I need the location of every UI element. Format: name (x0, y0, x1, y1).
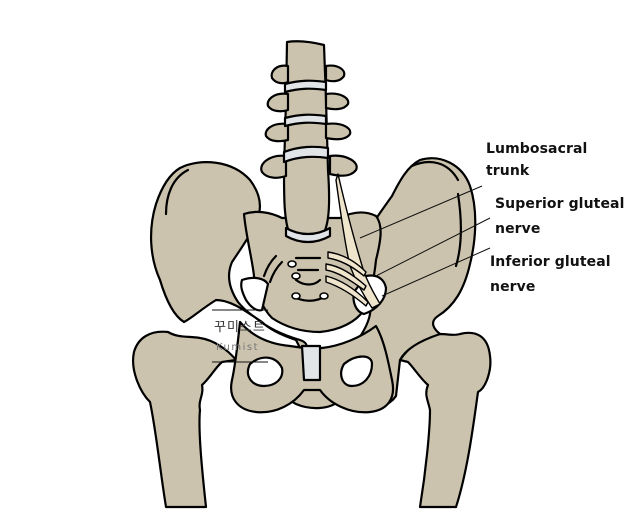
label-line: Superior gluteal (495, 196, 624, 212)
label-superior-gluteal-nerve: Superior gluteal nerve (495, 192, 624, 242)
left-hip-bone (149, 161, 342, 410)
lumbar-spine (282, 40, 331, 241)
watermark-korean: 꾸미스트 (214, 320, 266, 335)
left-obturator-foramen (246, 356, 284, 388)
left-femur (132, 330, 238, 509)
watermark-english: Kumist (216, 342, 260, 353)
leader-lumbosacral-trunk (359, 185, 483, 239)
label-line: nerve (490, 279, 536, 295)
disc-2 (283, 113, 328, 128)
left-sciatic-notch (240, 276, 270, 312)
label-line: Inferior gluteal (490, 254, 611, 270)
label-line: trunk (486, 163, 530, 179)
disc-4 (284, 226, 332, 244)
disc-3 (282, 145, 330, 164)
right-femur (398, 331, 492, 509)
label-line: Lumbosacral (486, 141, 588, 157)
leader-superior-gluteal-nerve (375, 217, 491, 277)
label-lumbosacral-trunk: Lumbosacral trunk (486, 138, 587, 182)
pubic-symphysis (300, 344, 322, 382)
label-line: nerve (495, 221, 541, 237)
disc-1 (283, 79, 328, 94)
leader-inferior-gluteal-nerve (381, 247, 491, 297)
right-obturator-foramen (340, 355, 374, 388)
label-inferior-gluteal-nerve: Inferior gluteal nerve (490, 250, 611, 300)
